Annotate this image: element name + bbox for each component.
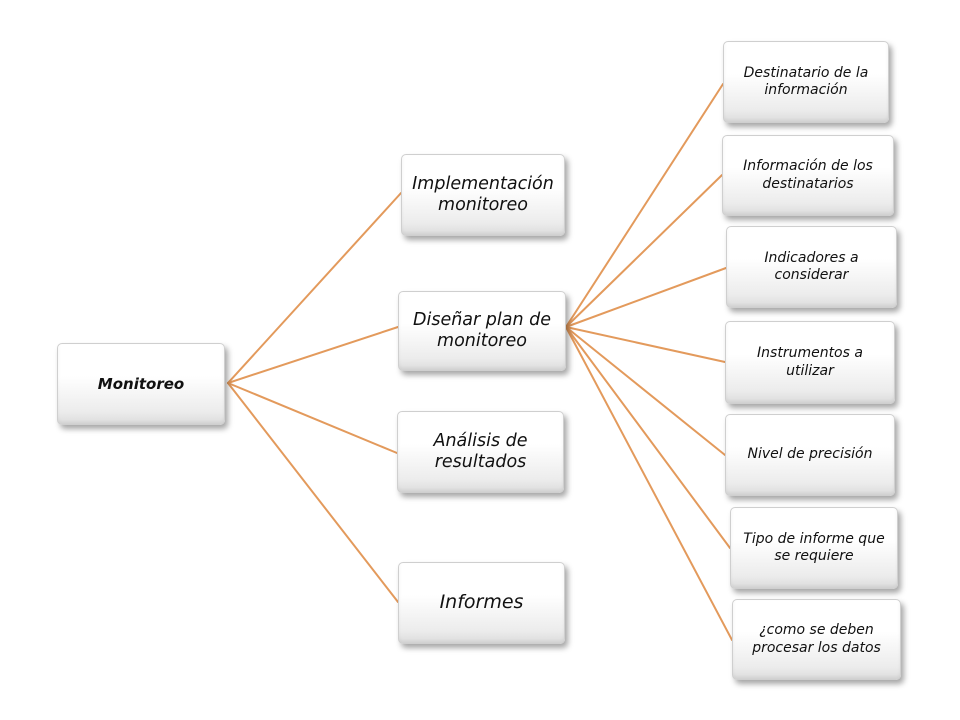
branch-node-implementacion: Implementación monitoreo [401, 154, 565, 236]
branch-node-disenar-plan: Diseñar plan de monitoreo [398, 291, 566, 371]
leaf-node-informacion-destinatarios: Información de los destinatarios [722, 135, 894, 216]
connector-line-4 [227, 382, 399, 603]
connector-line-11 [565, 326, 733, 641]
connector-line-2 [227, 326, 399, 384]
leaf-node-tipo-informe: Tipo de informe que se requiere [730, 507, 898, 589]
connector-line-8 [565, 326, 726, 363]
leaf-node-procesar-datos: ¿como se deben procesar los datos [732, 599, 901, 680]
leaf-node-label: Instrumentos a utilizar [757, 345, 863, 379]
root-node-monitoreo: Monitoreo [57, 343, 225, 425]
branch-node-label: Informes [439, 591, 524, 614]
branch-node-analisis: Análisis de resultados [397, 411, 564, 493]
leaf-node-label: Tipo de informe que se requiere [743, 530, 885, 564]
leaf-node-label: Nivel de precisión [747, 446, 873, 463]
leaf-node-label: Destinatario de la información [743, 64, 869, 98]
connector-line-3 [227, 382, 398, 454]
branch-node-label: Implementación monitoreo [412, 173, 554, 215]
leaf-node-nivel-precision: Nivel de precisión [725, 414, 895, 496]
branch-node-label: Diseñar plan de monitoreo [412, 309, 552, 351]
connector-line-1 [227, 192, 402, 384]
leaf-node-destinatario: Destinatario de la información [723, 41, 889, 123]
leaf-node-label: ¿como se deben procesar los datos [752, 622, 881, 656]
connector-line-5 [565, 83, 724, 328]
leaf-node-indicadores: Indicadores a considerar [726, 226, 897, 308]
leaf-node-label: Indicadores a considerar [764, 249, 859, 283]
leaf-node-instrumentos: Instrumentos a utilizar [725, 321, 895, 404]
branch-node-informes: Informes [398, 562, 565, 644]
connector-line-7 [565, 267, 727, 328]
connector-line-6 [565, 174, 723, 328]
branch-node-label: Análisis de resultados [433, 430, 528, 472]
connector-line-9 [565, 326, 726, 456]
connector-line-10 [565, 326, 731, 549]
leaf-node-label: Información de los destinatarios [743, 158, 873, 192]
root-node-label: Monitoreo [97, 374, 185, 393]
